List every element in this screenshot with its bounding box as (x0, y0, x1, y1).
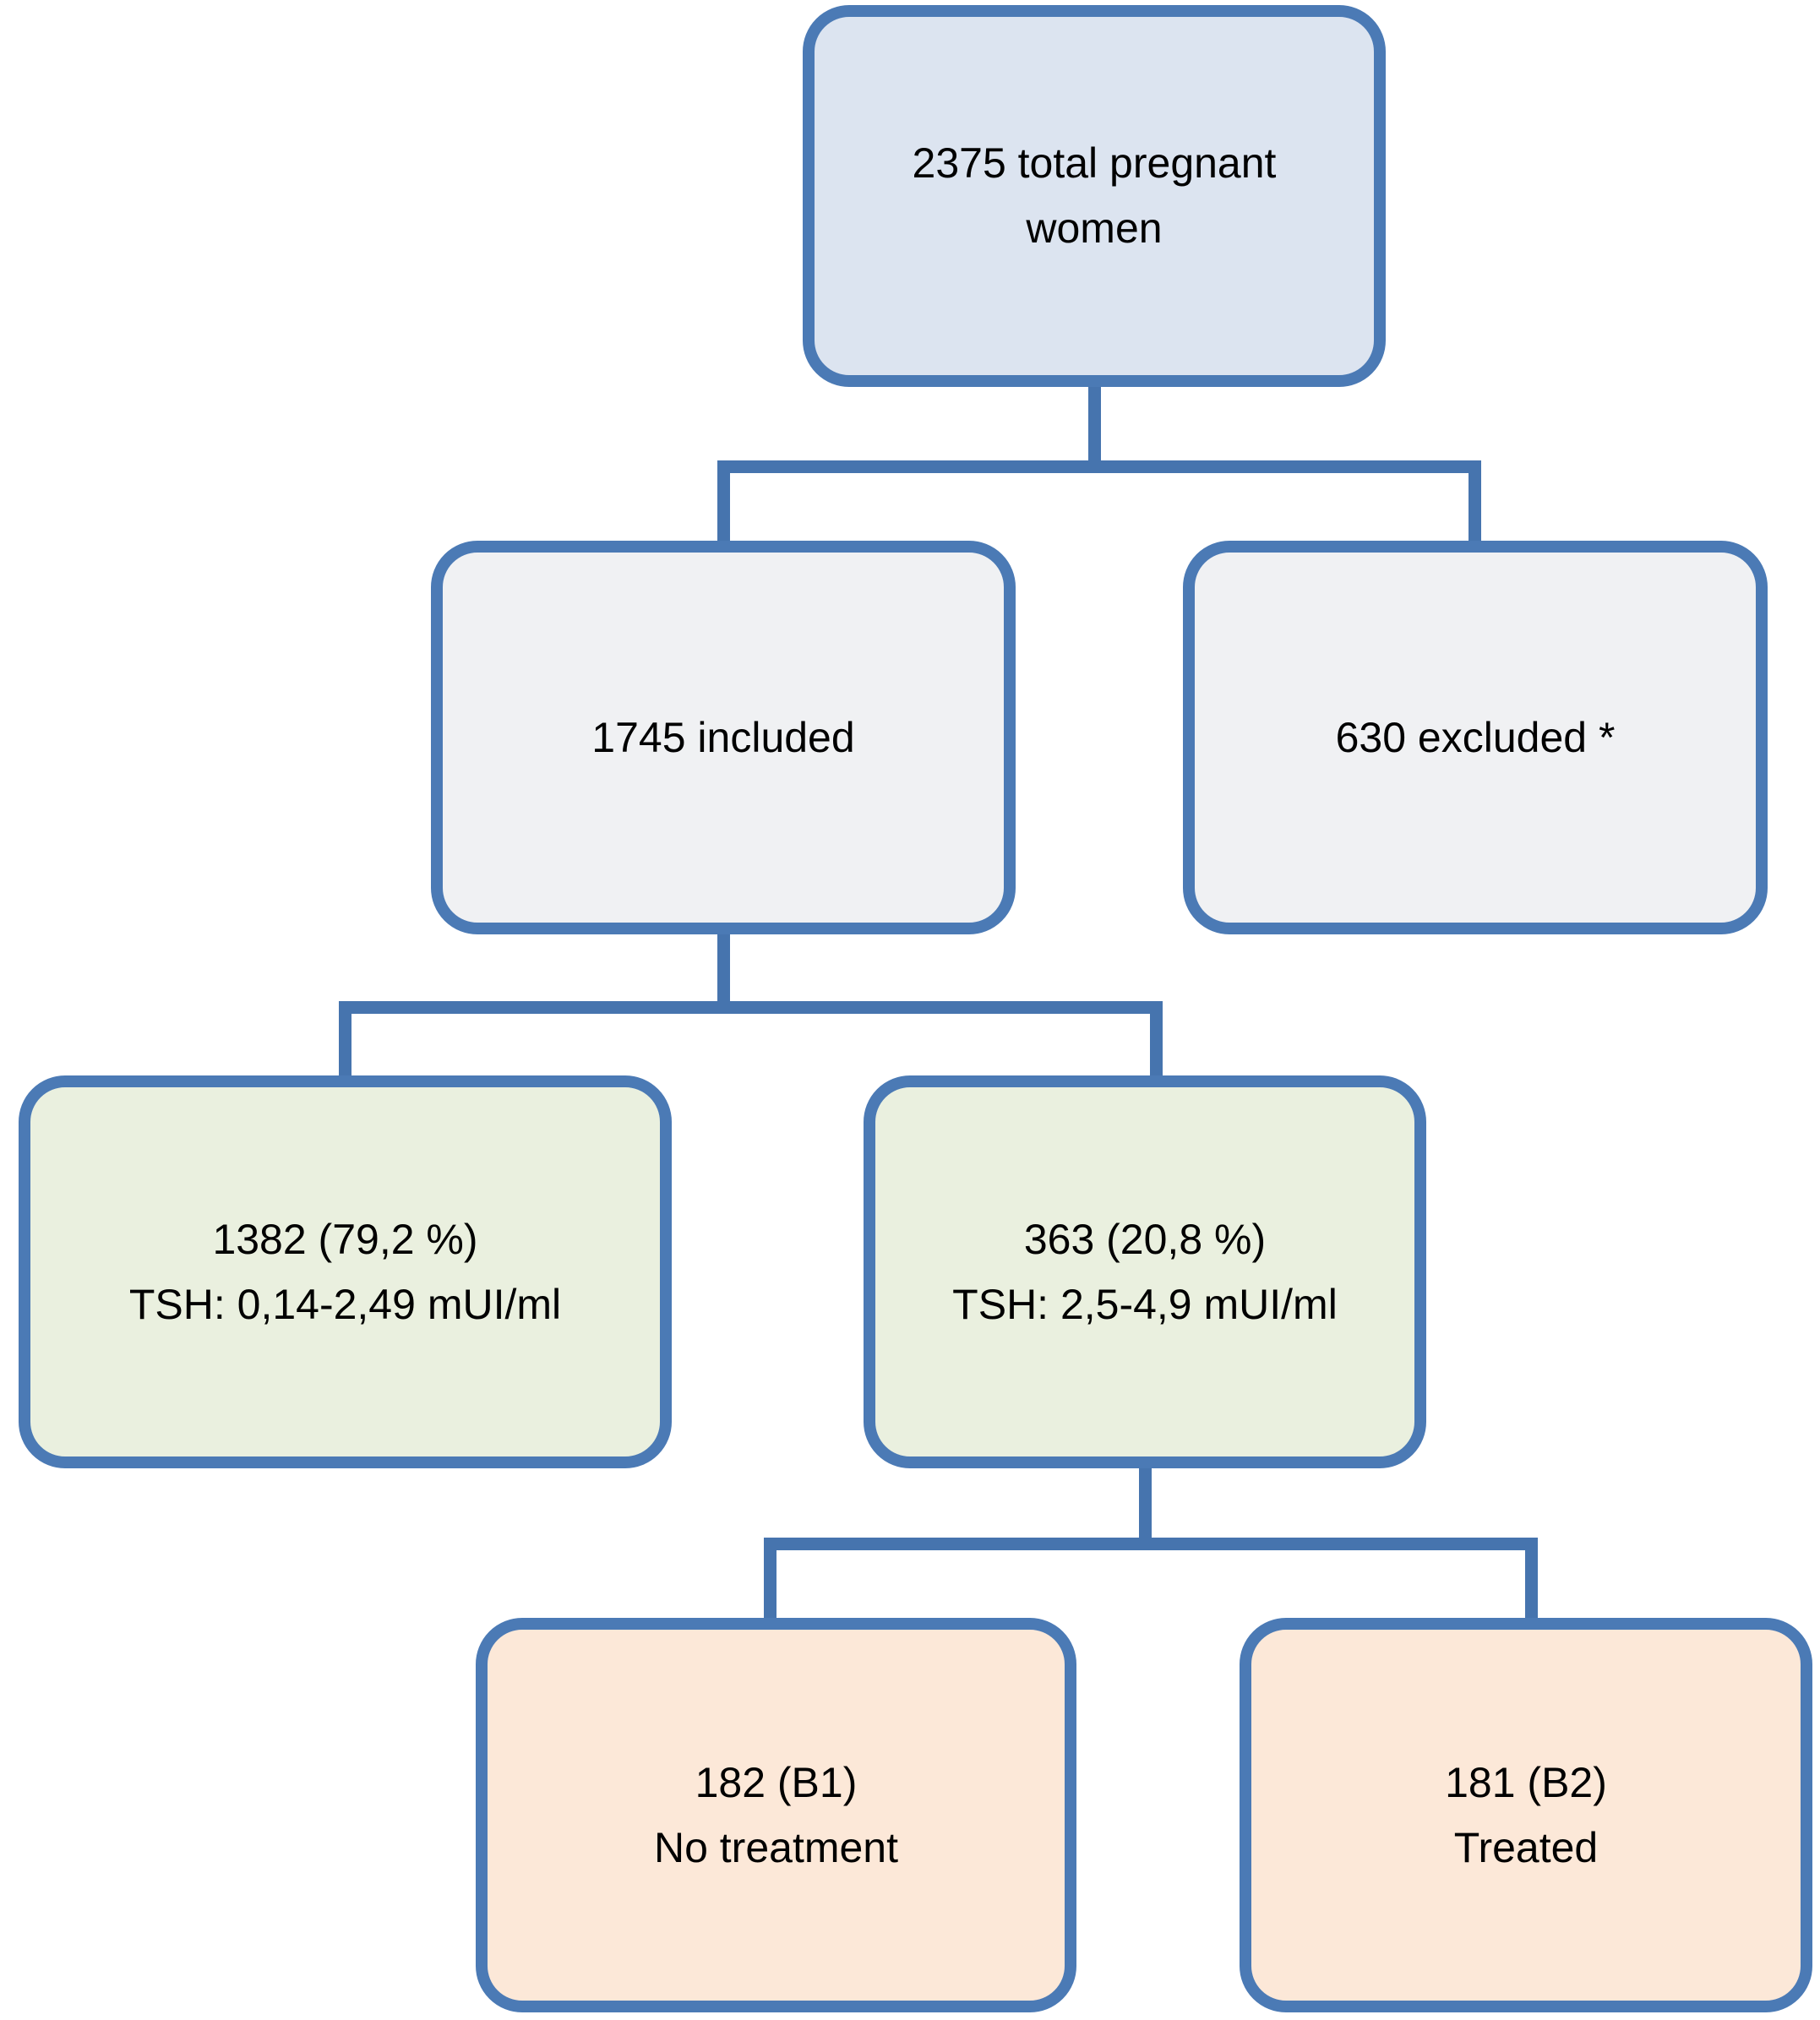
connector-total-crossbar (717, 460, 1481, 473)
node-excluded-line1: 630 excluded * (1335, 713, 1616, 761)
node-b2-line1: 181 (B2) (1445, 1758, 1607, 1806)
connector-included-to-tsh-normal (339, 1001, 351, 1080)
connector-total-to-excluded (1469, 460, 1481, 545)
node-b2-line2: Treated (1453, 1823, 1599, 1871)
node-tsh-elevated-line1: 363 (20,8 %) (1023, 1215, 1267, 1263)
node-total-line2: women (1026, 204, 1163, 252)
node-tsh-elevated-label: 363 (20,8 %) TSH: 2,5-4,9 mUI/ml (952, 1207, 1338, 1337)
node-total-pregnant-women: 2375 total pregnant women (803, 5, 1386, 387)
node-tsh-elevated: 363 (20,8 %) TSH: 2,5-4,9 mUI/ml (864, 1075, 1426, 1468)
node-b1-label: 182 (B1) No treatment (654, 1750, 898, 1881)
node-tsh-normal-line2: TSH: 0,14-2,49 mUI/ml (128, 1280, 562, 1328)
connector-included-stub (717, 933, 730, 1010)
node-b2-treated: 181 (B2) Treated (1240, 1618, 1812, 2012)
node-b1-line1: 182 (B1) (695, 1758, 858, 1806)
connector-total-to-included (717, 460, 730, 545)
connector-tsh-elevated-crossbar (764, 1538, 1538, 1550)
node-total-line1: 2375 total pregnant (912, 139, 1277, 187)
connector-included-to-tsh-elevated (1150, 1001, 1163, 1080)
node-included: 1745 included (431, 541, 1016, 934)
connector-total-stub (1088, 385, 1101, 466)
node-b1-line2: No treatment (653, 1823, 898, 1871)
connector-tsh-elevated-to-b2 (1525, 1538, 1538, 1622)
node-tsh-normal: 1382 (79,2 %) TSH: 0,14-2,49 mUI/ml (19, 1075, 672, 1468)
node-total-pregnant-women-label: 2375 total pregnant women (913, 131, 1277, 261)
node-b2-label: 181 (B2) Treated (1445, 1750, 1607, 1881)
connector-tsh-elevated-to-b1 (764, 1538, 776, 1622)
node-included-line1: 1745 included (591, 713, 855, 761)
node-tsh-elevated-line2: TSH: 2,5-4,9 mUI/ml (952, 1280, 1338, 1328)
node-excluded: 630 excluded * (1183, 541, 1768, 934)
connector-included-crossbar (339, 1001, 1163, 1014)
node-included-label: 1745 included (591, 705, 854, 770)
connector-tsh-elevated-stub (1139, 1467, 1152, 1544)
node-excluded-label: 630 excluded * (1336, 705, 1616, 770)
node-tsh-normal-label: 1382 (79,2 %) TSH: 0,14-2,49 mUI/ml (129, 1207, 561, 1337)
node-b1-no-treatment: 182 (B1) No treatment (476, 1618, 1076, 2012)
node-tsh-normal-line1: 1382 (79,2 %) (212, 1215, 478, 1263)
